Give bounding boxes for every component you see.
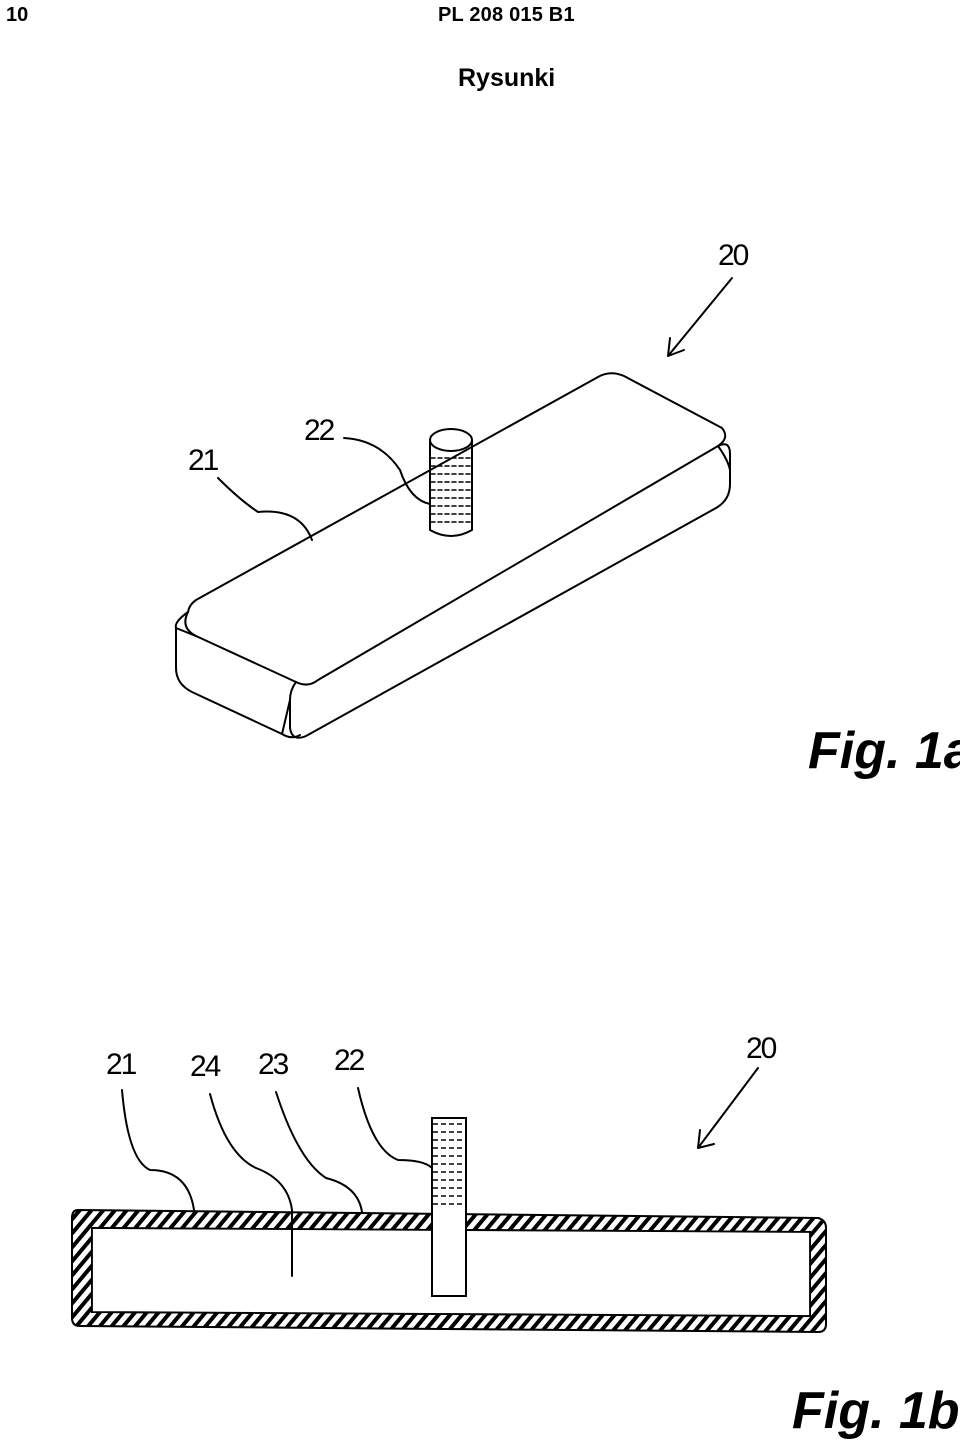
ref-21-fig1a: 21 — [188, 444, 219, 477]
ref-21-fig1b: 21 — [106, 1048, 137, 1081]
ref-22-fig1b: 22 — [334, 1044, 365, 1077]
threaded-stud — [429, 428, 473, 537]
figure-1a-drawing — [174, 277, 733, 739]
page-number: 10 — [6, 4, 29, 26]
ref-22-fig1a: 22 — [304, 414, 335, 447]
leader-21-fig1a — [217, 477, 313, 541]
threaded-stud-section — [431, 1117, 467, 1297]
leader-21-fig1b — [121, 1089, 195, 1211]
figure-1b-caption: Fig. 1b — [792, 1382, 960, 1440]
leader-23-fig1b — [275, 1091, 363, 1213]
bar-top-face — [184, 372, 727, 686]
leader-22-fig1a — [343, 437, 431, 505]
publication-number: PL 208 015 B1 — [438, 4, 575, 26]
ref-24-fig1b: 24 — [190, 1050, 221, 1083]
arrow-20-fig1a — [667, 277, 733, 357]
figure-1b-drawing — [71, 1067, 827, 1334]
figure-1a-caption: Fig. 1a — [808, 722, 960, 780]
arrow-20-fig1b — [697, 1067, 759, 1149]
bar-front-face — [289, 443, 731, 739]
bar-end-face — [174, 611, 301, 739]
ref-20-fig1a: 20 — [718, 239, 749, 272]
section-title: Rysunki — [458, 64, 556, 92]
ref-23-fig1b: 23 — [258, 1048, 289, 1081]
leader-24-fig1b — [209, 1093, 293, 1277]
leader-22-fig1b — [357, 1087, 433, 1169]
ref-20-fig1b: 20 — [746, 1032, 777, 1065]
